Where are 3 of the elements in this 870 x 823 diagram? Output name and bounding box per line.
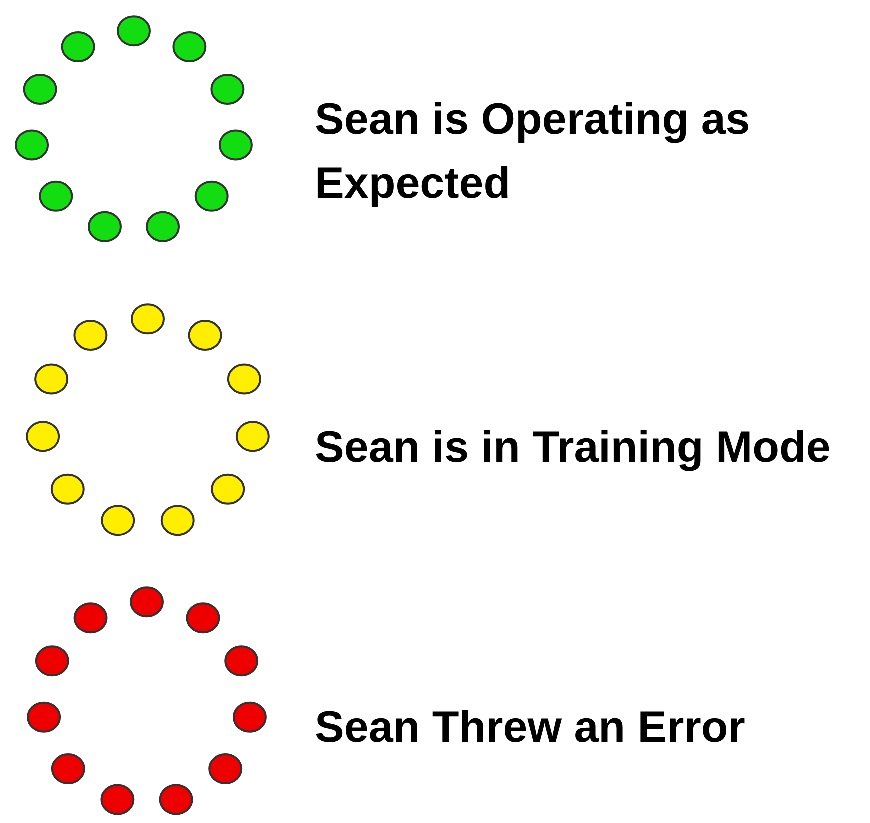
legend-label: Sean is Operating as Expected (315, 94, 752, 210)
legend-label: Sean is in Training Mode (315, 422, 832, 474)
legend-label: Sean Threw an Error (315, 702, 746, 754)
